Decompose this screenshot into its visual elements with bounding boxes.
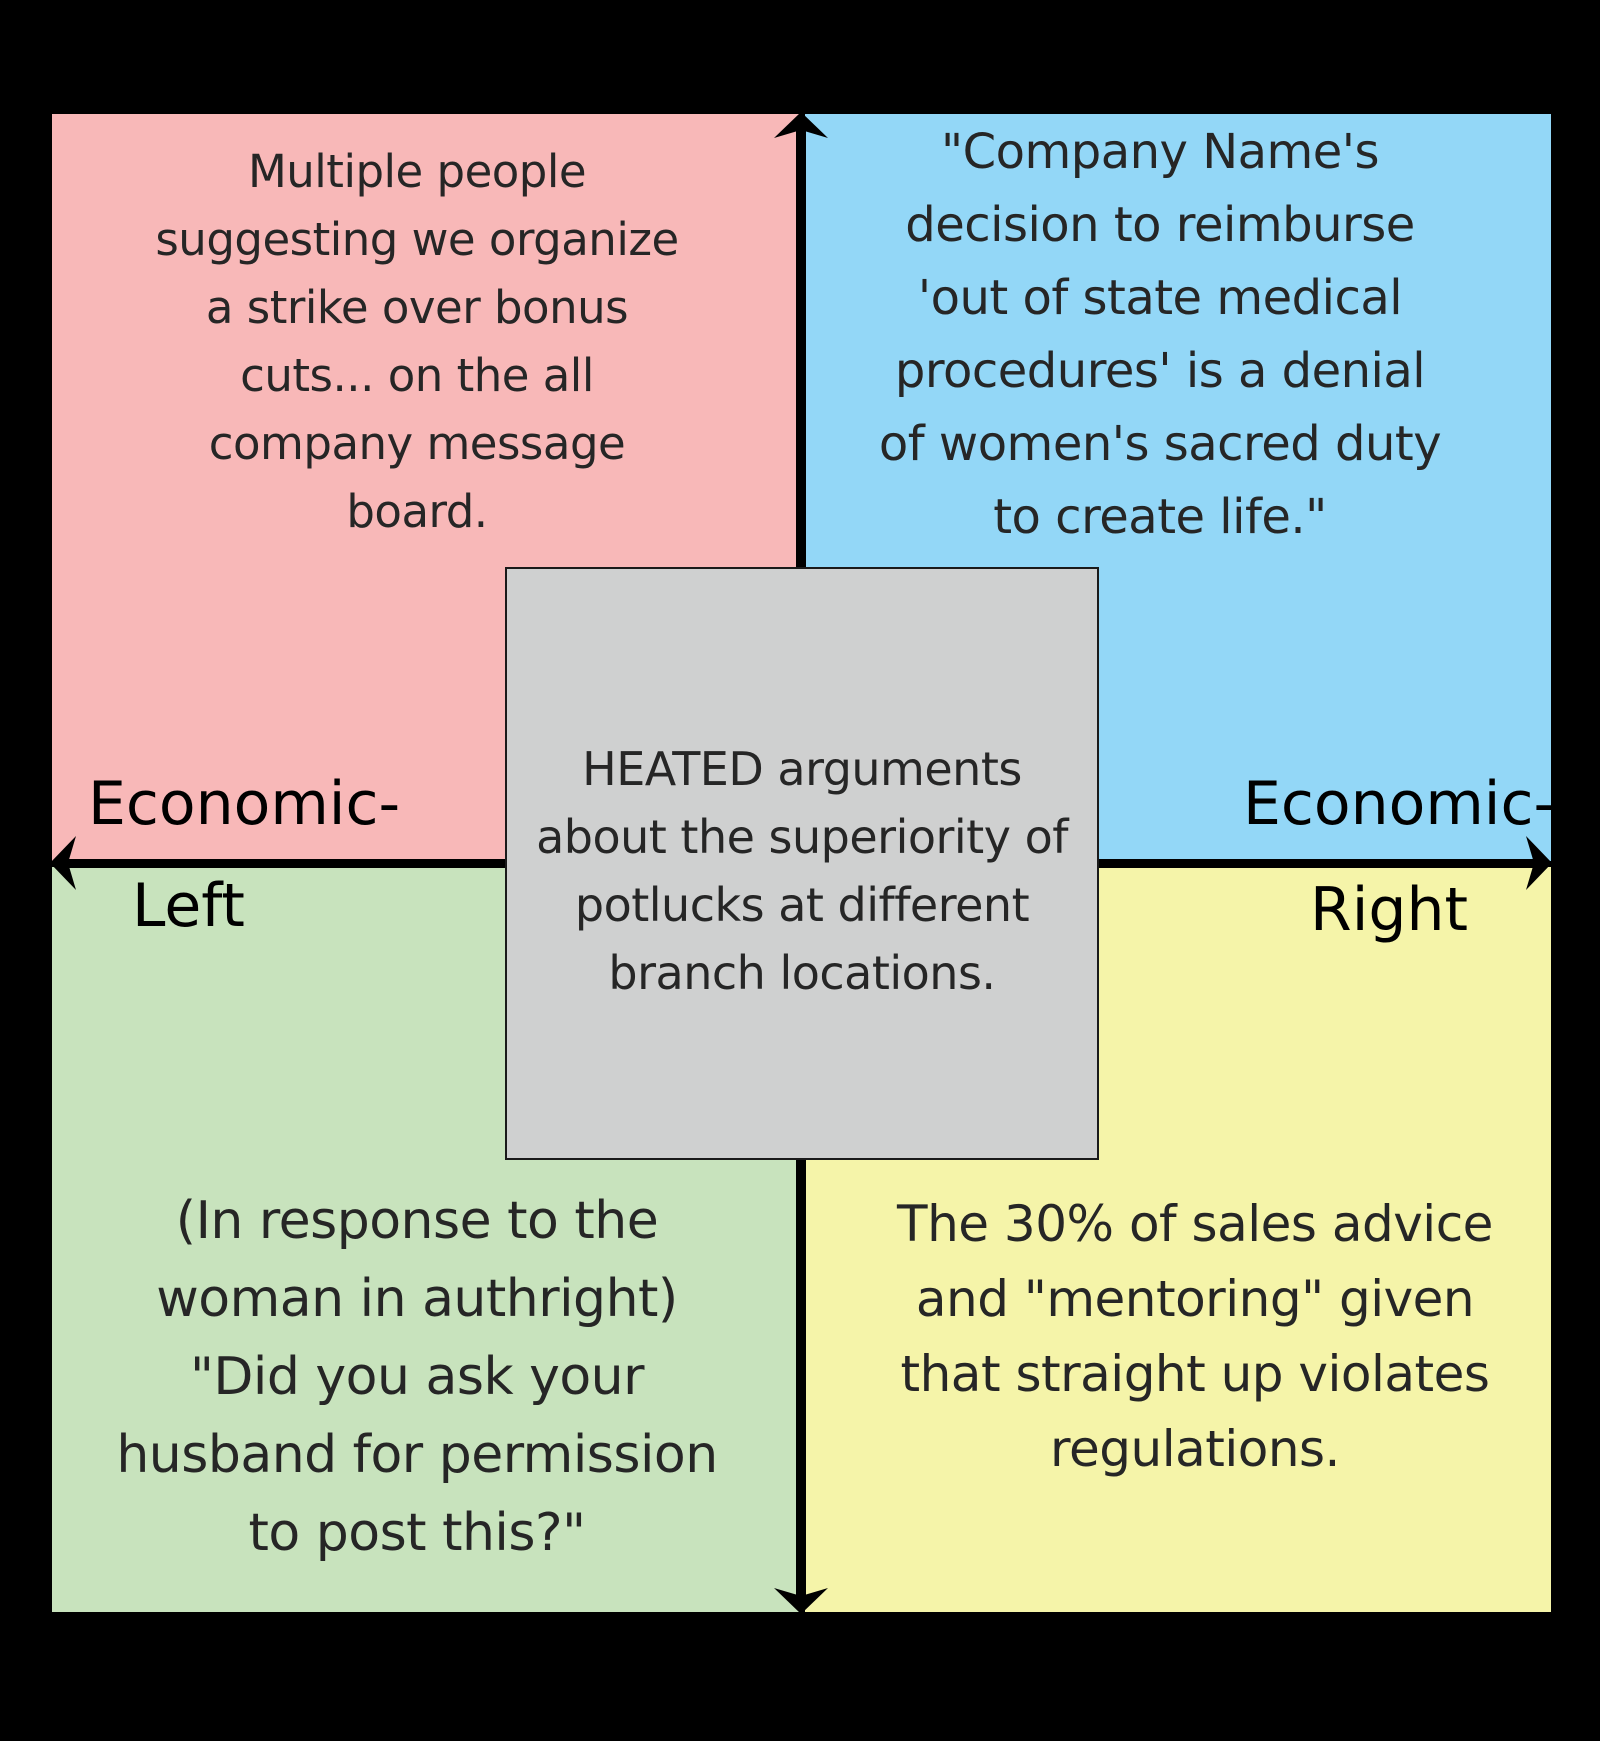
axis-label-right-line2: Right — [1310, 875, 1468, 945]
center-text: HEATED arguments about the superiority o… — [536, 742, 1068, 1000]
quadrant-top-left-text: Multiple people suggesting we organize a… — [155, 145, 679, 538]
quadrant-bottom-left-text: (In response to the woman in authright) … — [116, 1191, 718, 1563]
quadrant-bottom-right-text: The 30% of sales advice and "mentoring" … — [897, 1195, 1493, 1478]
quadrant-top-right-text: "Company Name's decision to reimburse 'o… — [878, 124, 1442, 545]
axis-label-left-line2: Left — [132, 871, 245, 941]
axis-label-right-line1: Economic- — [1243, 769, 1556, 839]
center-box — [505, 567, 1099, 1160]
axis-label-left-line1: Economic- — [88, 769, 401, 839]
